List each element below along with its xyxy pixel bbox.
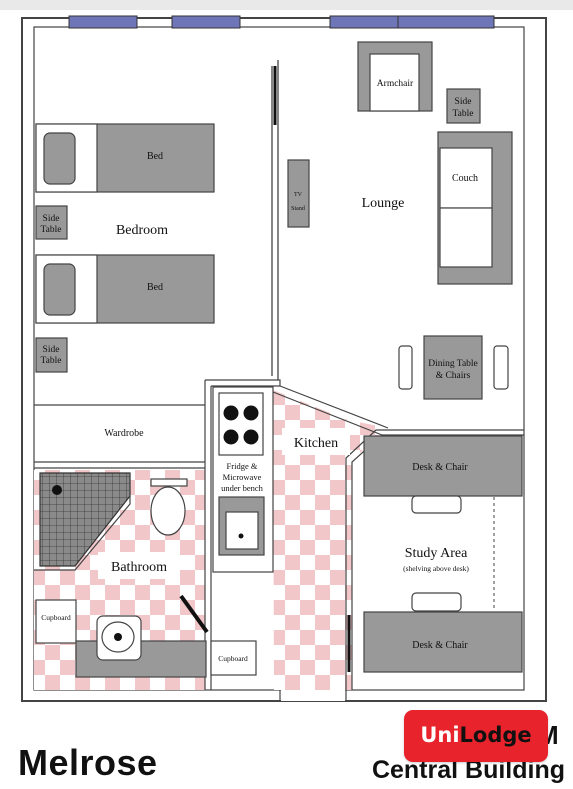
window — [329, 15, 495, 29]
desk-top-label: Desk & Chair — [412, 462, 468, 473]
pillow-icon — [43, 263, 76, 316]
wardrobe-label: Wardrobe — [104, 428, 144, 439]
desk-chair-top — [411, 495, 462, 514]
dining-chair — [493, 345, 509, 390]
unilodge-logo: UniLodge — [404, 710, 548, 762]
property-title: Melrose — [18, 742, 158, 783]
dining-label: Dining Table& Chairs — [428, 359, 478, 381]
burner-icon — [243, 405, 259, 421]
cupboard-left-label: Cupboard — [41, 613, 71, 622]
side-table-1 — [35, 205, 68, 240]
lounge-label: Lounge — [362, 196, 405, 211]
shower — [39, 472, 131, 567]
bed-2-label: Bed — [147, 282, 163, 293]
burner-icon — [223, 405, 239, 421]
study-note: (shelving above desk) — [403, 564, 469, 573]
study-area-label: Study Area — [405, 546, 468, 561]
cooktop — [218, 392, 264, 456]
desk-bottom — [363, 611, 523, 673]
shower-drain-icon — [52, 485, 62, 495]
couch-seat-bottom — [439, 207, 493, 268]
sink-bowl — [225, 511, 259, 550]
side-table-2 — [35, 337, 68, 373]
dining-table — [423, 335, 483, 400]
burner-icon — [243, 429, 259, 445]
bedroom-label: Bedroom — [116, 223, 168, 238]
desk-top — [363, 435, 523, 497]
sink-drain-icon — [238, 533, 244, 539]
window — [171, 15, 241, 29]
desk-bottom-label: Desk & Chair — [412, 640, 468, 651]
burner-icon — [223, 429, 239, 445]
basin-drain-icon — [114, 633, 122, 641]
window — [68, 15, 138, 29]
dining-chair — [398, 345, 413, 390]
kitchen-label: Kitchen — [294, 436, 338, 451]
armchair-seat — [369, 53, 420, 112]
cupboard-right — [210, 640, 257, 676]
cupboard-right-label: Cupboard — [218, 654, 248, 663]
bed-1-label: Bed — [147, 151, 163, 162]
desk-chair-bottom — [411, 592, 462, 612]
toilet-cistern — [150, 478, 188, 487]
logo-text: UniLodge — [404, 722, 548, 748]
logo-uni: Uni — [420, 723, 460, 747]
pillow-icon — [43, 132, 76, 185]
logo-lodge: Lodge — [459, 723, 532, 747]
armchair-label: Armchair — [377, 79, 414, 89]
kitchen-label-box — [282, 428, 350, 455]
kitchen-floor — [273, 390, 388, 690]
cupboard-left — [35, 599, 77, 644]
toilet-icon — [150, 486, 186, 536]
bathroom-label-box — [98, 552, 180, 579]
couch-label: Couch — [452, 173, 478, 184]
side-table-3 — [446, 88, 481, 124]
bathroom-label: Bathroom — [111, 560, 167, 575]
tv-stand — [287, 159, 310, 228]
bathroom-door — [179, 594, 209, 634]
